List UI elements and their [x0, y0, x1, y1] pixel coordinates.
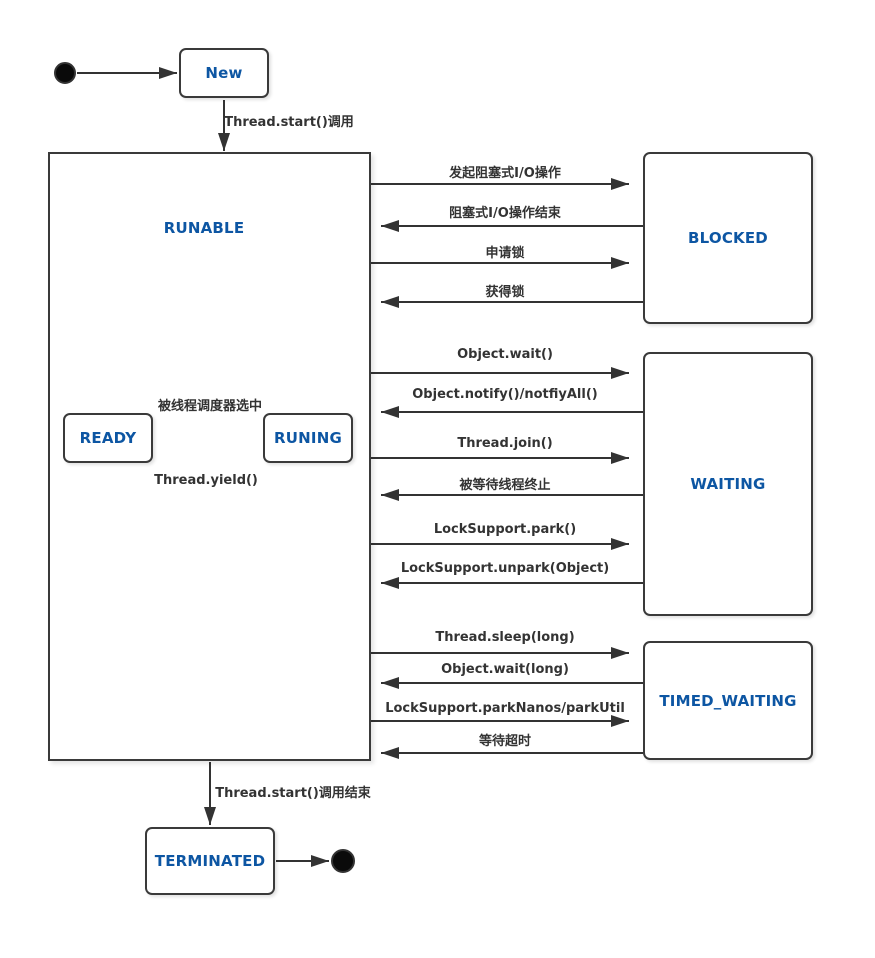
state-new: New: [179, 48, 269, 98]
edge-label-start: Thread.start()调用: [224, 115, 354, 130]
state-waiting: WAITING: [643, 352, 813, 616]
state-timed-waiting-label: TIMED_WAITING: [659, 691, 797, 710]
edge-label-unpark: LockSupport.unpark(Object): [400, 561, 610, 576]
edge-label-lock-acquire: 获得锁: [485, 285, 525, 300]
edge-label-sleep: Thread.sleep(long): [435, 630, 575, 645]
edge-label-lock-request: 申请锁: [485, 246, 525, 261]
state-terminated: TERMINATED: [145, 827, 275, 895]
edge-label-awaited-thread-end: 被等待线程终止: [459, 478, 551, 493]
state-runing-label: RUNING: [274, 429, 342, 447]
edge-label-wait-long: Object.wait(long): [441, 662, 569, 677]
edge-label-park: LockSupport.park(): [433, 522, 577, 537]
edge-label-wait: Object.wait(): [457, 347, 553, 362]
edge-label-timeout: 等待超时: [478, 734, 532, 749]
state-timed-waiting: TIMED_WAITING: [643, 641, 813, 760]
state-blocked: BLOCKED: [643, 152, 813, 324]
edge-label-io-end: 阻塞式I/O操作结束: [449, 206, 561, 221]
state-ready-label: READY: [79, 429, 137, 447]
state-waiting-label: WAITING: [690, 475, 766, 493]
edge-label-yield: Thread.yield(): [154, 473, 258, 488]
start-dot: [54, 62, 76, 84]
state-terminated-label: TERMINATED: [154, 852, 266, 870]
state-new-label: New: [205, 64, 243, 82]
edge-label-io-start: 发起阻塞式I/O操作: [449, 166, 561, 181]
edge-label-start-end: Thread.start()调用结束: [215, 786, 371, 801]
state-runing: RUNING: [263, 413, 353, 463]
state-blocked-label: BLOCKED: [688, 229, 768, 247]
edge-label-scheduler-select: 被线程调度器选中: [157, 399, 263, 414]
state-ready: READY: [63, 413, 153, 463]
state-runable-label: RUNABLE: [163, 219, 245, 237]
edge-label-park-nanos: LockSupport.parkNanos/parkUtil: [385, 701, 625, 716]
edge-label-join: Thread.join(): [457, 436, 553, 451]
end-dot: [331, 849, 355, 873]
edge-label-notify: Object.notify()/notfiyAll(): [412, 387, 598, 402]
